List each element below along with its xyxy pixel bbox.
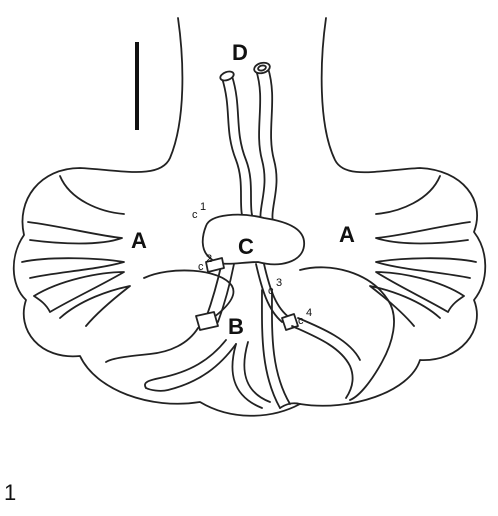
duct-d [219, 61, 276, 226]
branch-b [145, 340, 270, 408]
label-c2: c [198, 261, 204, 273]
label-c3: c [268, 285, 274, 297]
label-a-left: A [131, 228, 147, 253]
label-b: B [228, 314, 244, 339]
label-d: D [232, 40, 248, 65]
label-c1: c [192, 209, 198, 221]
label-c4: c [298, 315, 304, 327]
label-c2-sup: 2 [206, 253, 212, 265]
figure-number: 1 [4, 480, 16, 505]
right-lobe-folds [370, 176, 476, 326]
label-c4-sup: 4 [306, 307, 312, 319]
label-c: C [238, 234, 254, 259]
left-lobe-folds [22, 176, 130, 326]
right-inner-lobe [300, 267, 394, 400]
label-c1-sup: 1 [200, 201, 206, 213]
label-c3-sup: 3 [276, 277, 282, 289]
label-a-right: A [339, 222, 355, 247]
